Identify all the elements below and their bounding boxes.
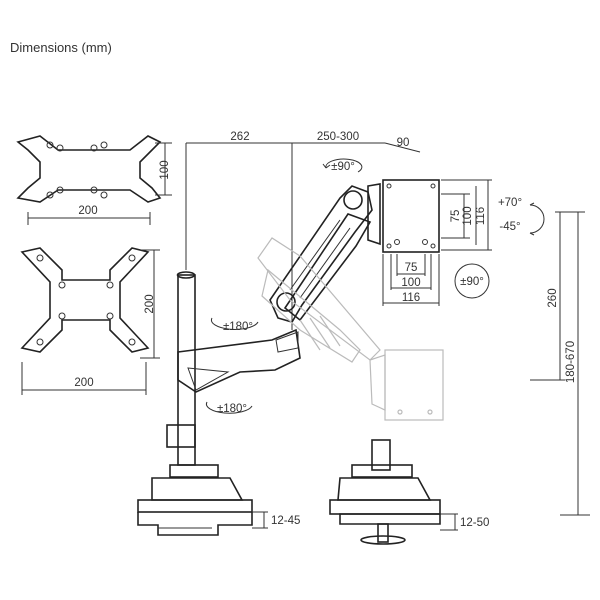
plate-vertical-100: 100	[462, 206, 474, 225]
grommet-range-label: 12-50	[460, 517, 489, 529]
plate2-height-label: 200	[144, 294, 156, 313]
ghost-arm	[257, 237, 444, 421]
vesa-plate-large	[20, 247, 150, 353]
rotate-arm-lower-label: ±180°	[217, 403, 247, 415]
plate-vertical-75: 75	[450, 210, 462, 223]
desk-clamp	[137, 464, 253, 536]
plate-vertical-116: 116	[475, 207, 487, 225]
height-arm-label: 260	[547, 288, 559, 307]
plate-horizontal-100: 100	[401, 277, 420, 289]
lower-arm	[177, 328, 301, 393]
monitor-plate	[367, 179, 440, 253]
vesa-plate-small	[16, 135, 162, 203]
tilt-down-label: -45°	[499, 221, 520, 233]
rotate-plate-label: ±90°	[460, 276, 484, 288]
page-title: Dimensions (mm)	[10, 40, 112, 55]
plate1-width-label: 200	[78, 205, 97, 217]
tilt-up-label: +70°	[498, 197, 522, 209]
arm-extension-label: 250-300	[317, 131, 359, 143]
plate-horizontal-116: 116	[402, 292, 420, 304]
upper-arm	[269, 185, 373, 323]
clamp-range-label: 12-45	[271, 515, 300, 527]
pole-to-joint-label: 262	[230, 131, 249, 143]
grommet-mount	[329, 439, 441, 545]
plate1-height-label: 100	[159, 160, 171, 179]
height-range-label: 180-670	[565, 341, 577, 383]
plate-horizontal-75: 75	[405, 262, 418, 274]
rotate-top-label: ±90°	[331, 161, 355, 173]
rotate-arm-upper-label: ±180°	[223, 321, 253, 333]
plate-depth-label: 90	[397, 137, 410, 149]
plate2-width-label: 200	[74, 377, 93, 389]
